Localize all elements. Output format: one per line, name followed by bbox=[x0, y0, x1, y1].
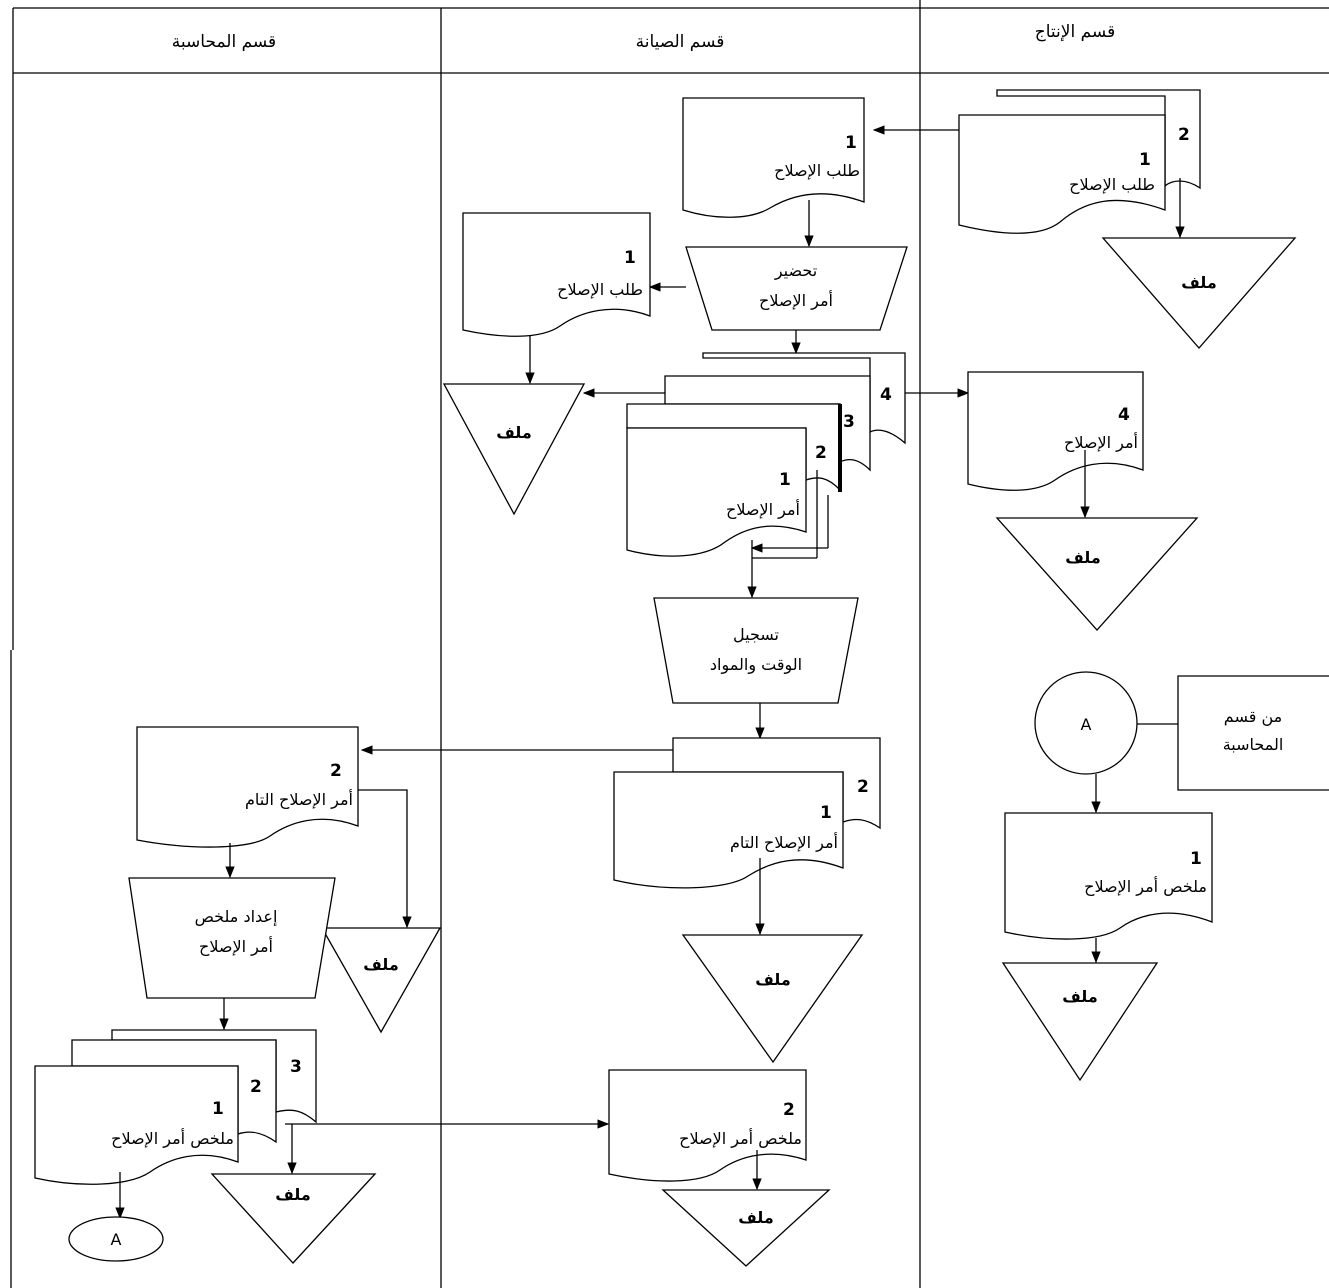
doc-label: طلب الإصلاح bbox=[1069, 175, 1155, 195]
svg-text:تحضير: تحضير bbox=[774, 261, 817, 281]
doc-label: طلب الإصلاح bbox=[557, 280, 643, 300]
copy-number: 3 bbox=[290, 1057, 302, 1077]
process-prepare-repair-order: تحضير أمر الإصلاح bbox=[685, 246, 908, 331]
svg-text:ملف: ملف bbox=[755, 970, 791, 989]
file-production-1: ملف bbox=[1101, 237, 1297, 349]
doc-label: أمر الإصلاح bbox=[726, 499, 800, 520]
copy-number: 1 bbox=[845, 133, 857, 153]
doc-repair-order-summary-3-copies: 3 2 1 ملخص أمر الإصلاح bbox=[34, 1029, 317, 1185]
copy-number: 2 bbox=[250, 1077, 262, 1097]
doc-label: طلب الإصلاح bbox=[774, 161, 860, 181]
svg-text:الوقت والمواد: الوقت والمواد bbox=[710, 655, 802, 675]
copy-number: 2 bbox=[330, 761, 342, 781]
svg-text:إعداد ملخص: إعداد ملخص bbox=[195, 907, 278, 927]
file-accounting-2: ملف bbox=[210, 1173, 377, 1264]
doc-repair-order-summary-copy-1-production: 1 ملخص أمر الإصلاح bbox=[1004, 812, 1213, 940]
svg-text:ملف: ملف bbox=[275, 1185, 311, 1204]
copy-number: 4 bbox=[880, 385, 892, 405]
copy-number: 1 bbox=[1190, 849, 1202, 869]
doc-repair-order-summary-copy-2-maintenance: 2 ملخص أمر الإصلاح bbox=[608, 1069, 807, 1182]
svg-text:ملف: ملف bbox=[1065, 548, 1101, 567]
copy-number: 3 bbox=[843, 412, 855, 432]
doc-label: ملخص أمر الإصلاح bbox=[1084, 876, 1207, 897]
copy-number: 1 bbox=[820, 803, 832, 823]
process-prepare-summary: إعداد ملخص أمر الإصلاح bbox=[128, 877, 336, 999]
svg-text:ملف: ملف bbox=[363, 955, 399, 974]
svg-text:ملف: ملف bbox=[738, 1208, 774, 1227]
lane-header-accounting: قسم المحاسبة bbox=[172, 32, 276, 52]
doc-repair-request-maintenance: 1 طلب الإصلاح bbox=[682, 97, 865, 218]
copy-number: 2 bbox=[815, 443, 827, 463]
svg-text:تسجيل: تسجيل bbox=[733, 625, 779, 644]
doc-label: ملخص أمر الإصلاح bbox=[679, 1128, 802, 1149]
svg-text:A: A bbox=[111, 1230, 122, 1249]
file-maintenance-1: ملف bbox=[442, 383, 586, 516]
svg-text:أمر الإصلاح: أمر الإصلاح bbox=[759, 290, 833, 311]
doc-repair-request-file-copy: 1 طلب الإصلاح bbox=[462, 212, 651, 337]
svg-text:ملف: ملف bbox=[1181, 273, 1217, 292]
swimlane-grid bbox=[10, 0, 1329, 1288]
doc-label: أمر الإصلاح bbox=[1064, 432, 1138, 453]
file-production-2: ملف bbox=[995, 517, 1199, 631]
svg-text:ملف: ملف bbox=[496, 423, 532, 442]
doc-label: أمر الإصلاح التام bbox=[730, 832, 838, 853]
file-production-3: ملف bbox=[1001, 962, 1159, 1082]
copy-number: 2 bbox=[783, 1100, 795, 1120]
doc-completed-repair-order-maintenance: 2 1 أمر الإصلاح التام bbox=[613, 737, 881, 889]
connector-a-accounting: A bbox=[68, 1216, 164, 1262]
copy-number: 2 bbox=[857, 777, 869, 797]
doc-completed-repair-order-accounting: 2 أمر الإصلاح التام bbox=[136, 726, 359, 848]
svg-text:المحاسبة: المحاسبة bbox=[1223, 735, 1284, 754]
file-accounting-1: ملف bbox=[320, 927, 442, 1034]
doc-repair-request-production: 2 1 طلب الإصلاح bbox=[958, 89, 1201, 234]
doc-label: ملخص أمر الإصلاح bbox=[111, 1128, 234, 1149]
file-maintenance-3: ملف bbox=[661, 1189, 831, 1267]
doc-repair-order-copy-4-production: 4 أمر الإصلاح bbox=[967, 371, 1144, 491]
lane-header-maintenance: قسم الصيانة bbox=[636, 32, 725, 52]
copy-number: 1 bbox=[212, 1099, 224, 1119]
copy-number: 4 bbox=[1118, 405, 1130, 425]
copy-number: 1 bbox=[779, 470, 791, 490]
file-maintenance-2: ملف bbox=[681, 934, 864, 1064]
doc-repair-order-4-copies: 4 3 2 1 أمر الإصلاح bbox=[626, 352, 906, 557]
svg-text:أمر الإصلاح: أمر الإصلاح bbox=[199, 936, 273, 957]
copy-number: 2 bbox=[1178, 125, 1190, 145]
copy-number: 1 bbox=[1139, 150, 1151, 170]
doc-label: أمر الإصلاح التام bbox=[245, 789, 353, 810]
connector-a-production: A bbox=[1034, 671, 1138, 775]
svg-text:ملف: ملف bbox=[1062, 987, 1098, 1006]
annotation-from-accounting: من قسم المحاسبة bbox=[1137, 675, 1329, 791]
lane-header-production: قسم الإنتاج bbox=[1035, 22, 1115, 42]
copy-number: 1 bbox=[624, 248, 636, 268]
svg-text:من قسم: من قسم bbox=[1224, 707, 1282, 727]
process-record-time-materials: تسجيل الوقت والمواد bbox=[653, 597, 859, 704]
svg-text:A: A bbox=[1081, 715, 1092, 734]
